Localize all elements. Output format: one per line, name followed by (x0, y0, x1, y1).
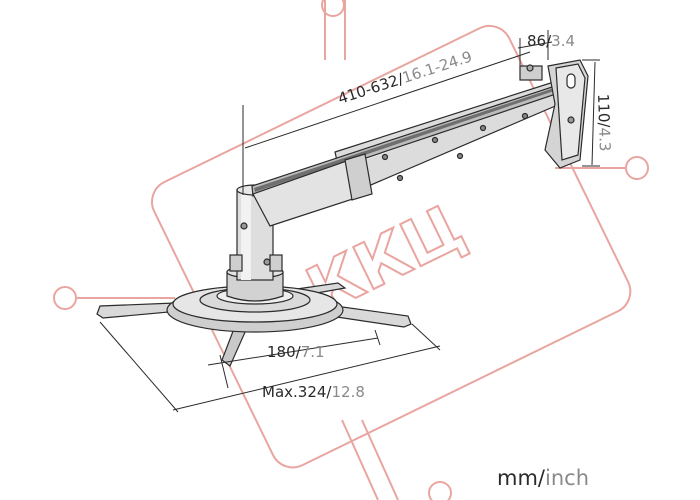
max-spread-label: Max.324/12.8 (262, 383, 365, 401)
watermark-circle (321, 0, 345, 17)
keyhole-slot (566, 73, 576, 89)
mounting-hole (567, 116, 575, 124)
telescopic-arm (251, 79, 561, 227)
watermark-circle (428, 481, 452, 500)
plate-depth-label: 86/3.4 (527, 32, 575, 50)
units-legend: mm/inch (497, 466, 589, 490)
inner-spread-label: 180/7.1 (267, 343, 325, 361)
wall-bracket (519, 59, 589, 169)
watermark-circle (53, 286, 77, 310)
plate-height-label: 110/4.3 (594, 94, 614, 152)
dimension-lines (99, 30, 600, 413)
watermark-lines (53, 0, 649, 500)
watermark-circle (625, 156, 649, 180)
